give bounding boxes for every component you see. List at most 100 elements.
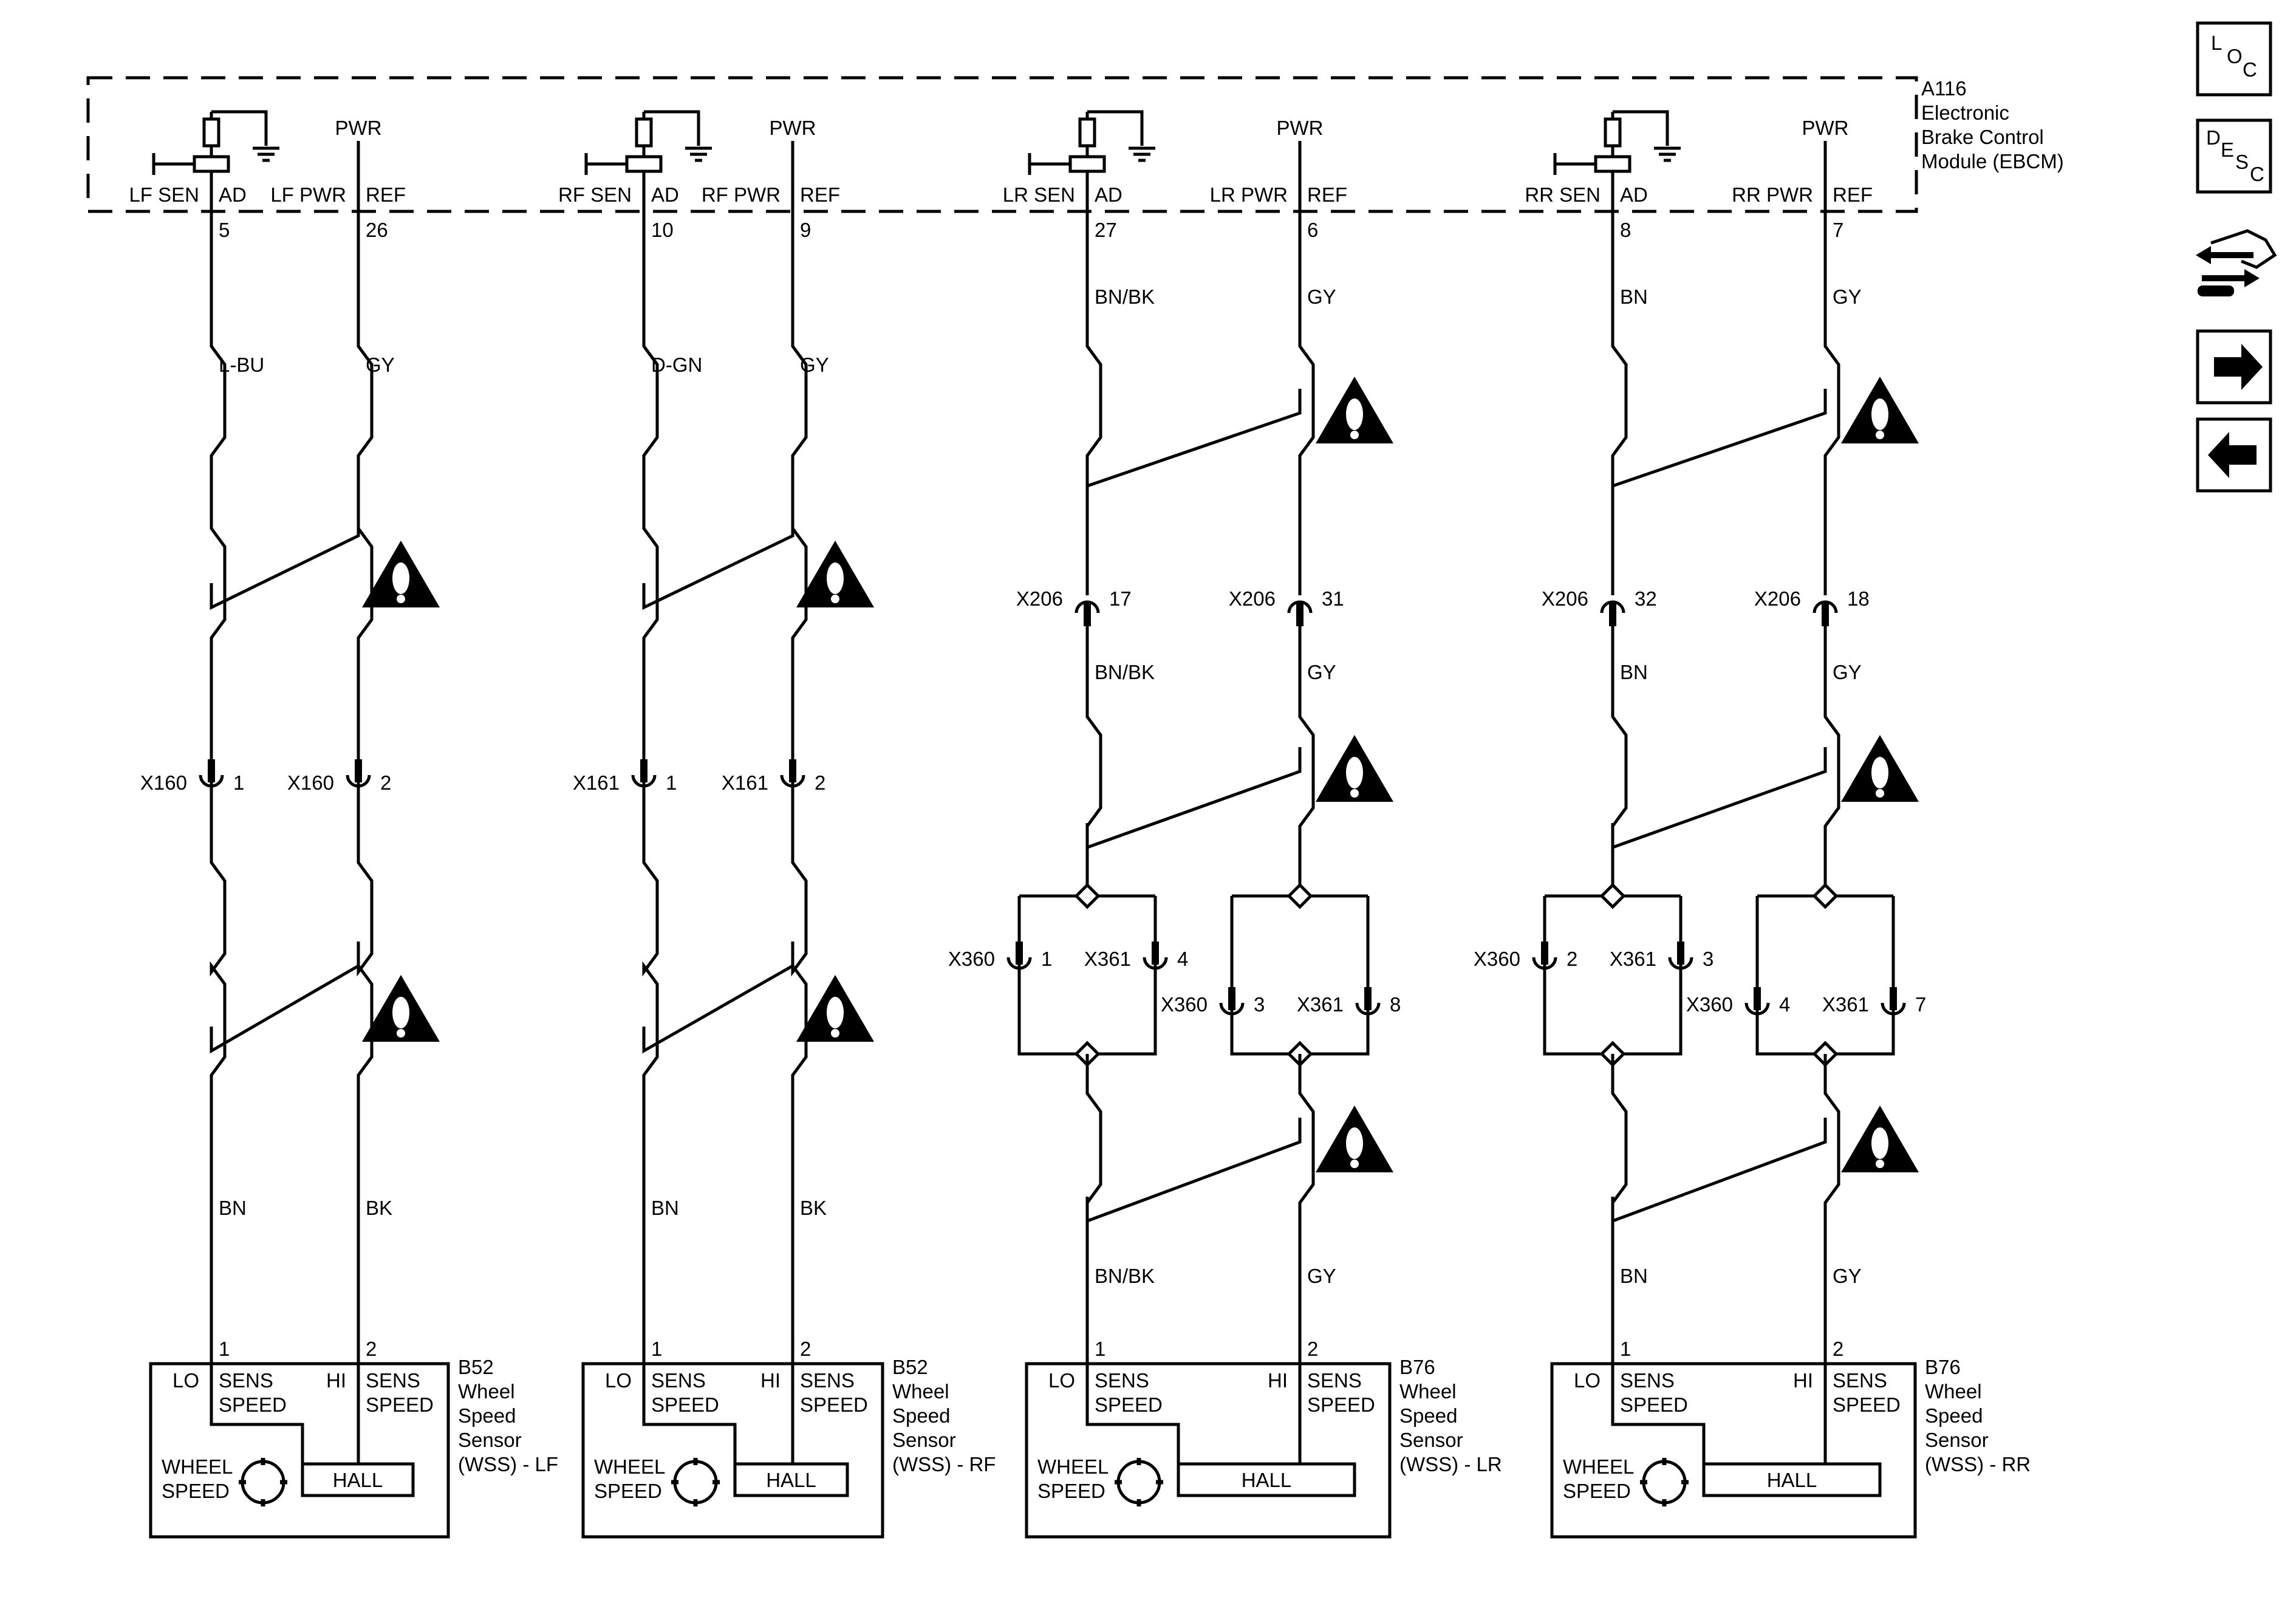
caution-icon-mark	[1346, 1127, 1363, 1159]
ref-pin: 6	[1307, 219, 1318, 241]
ad-label: AD	[1095, 183, 1122, 206]
sensor-desc-line: (WSS) - LR	[1399, 1453, 1502, 1475]
sensor-box	[1025, 1362, 1392, 1539]
splice-b-name: X361	[1084, 948, 1131, 970]
loc-letter: O	[2227, 45, 2243, 67]
twist-shield-3	[1085, 1118, 1302, 1223]
ref-label: REF	[1307, 183, 1347, 206]
twist-shield-upper	[210, 511, 360, 610]
ref-wire-color-mid: GY	[1307, 661, 1336, 683]
sensor-desc-line: Sensor	[892, 1429, 956, 1451]
hall-element	[733, 1462, 849, 1497]
sensor-sens-label: SENS	[800, 1369, 855, 1392]
caution-icon-dot	[831, 1029, 839, 1038]
sensor-box	[149, 1362, 450, 1539]
hall-element	[301, 1462, 415, 1497]
wrench-icon	[2198, 285, 2234, 296]
twist-shield-1	[1085, 389, 1302, 488]
x206-ref-pin: 31	[1322, 587, 1344, 610]
sensor-lo-lead	[210, 1364, 304, 1464]
loc-button-frame	[2196, 21, 2272, 97]
prev-arrow-button[interactable]	[2196, 417, 2272, 493]
sig-pin: 10	[651, 219, 674, 241]
wheel-label: WHEEL	[1037, 1455, 1109, 1478]
caution-icon-mark	[1871, 1127, 1888, 1159]
sensor-desc-line: Wheel	[892, 1380, 949, 1403]
hall-label: HALL	[1242, 1469, 1292, 1491]
module-name-line: Module (EBCM)	[1921, 150, 2064, 173]
ad-label: AD	[1620, 183, 1648, 206]
sensor-speed-label: SPEED	[219, 1393, 287, 1416]
sensor-pin-hi: 2	[1307, 1338, 1318, 1360]
x206-name: X206	[1542, 587, 1588, 610]
splice-connector-b-pin	[1677, 942, 1684, 965]
desc-letter: E	[2221, 138, 2234, 161]
caution-icon-mark	[1871, 398, 1888, 430]
inline-connector-name: X161	[722, 771, 768, 794]
x206-ref	[1813, 600, 1838, 614]
loc-button[interactable]: LOC	[2196, 21, 2272, 97]
splice-b-pin: 8	[1390, 993, 1401, 1016]
tool-shape	[2210, 229, 2277, 269]
reference-wire	[357, 182, 374, 1364]
splice-connector-a	[1219, 1002, 1245, 1016]
ground-lead	[1613, 110, 1669, 146]
sensor-desc-line: Sensor	[458, 1429, 522, 1451]
reference-wire-c	[1823, 1054, 1840, 1364]
sen-label: LR SEN	[1003, 183, 1075, 206]
signal-wire-c	[1085, 1054, 1102, 1364]
sensor-ref: B52	[892, 1356, 928, 1378]
next-arrow-button[interactable]	[2196, 329, 2272, 405]
caution-icon-mark	[1346, 398, 1363, 430]
resistor-icon	[635, 117, 653, 148]
caution-icon-mark	[827, 997, 844, 1028]
splice-b-name: X361	[1822, 993, 1869, 1016]
splice-node-top	[1599, 883, 1626, 909]
splice-connector-a-pin	[1016, 942, 1023, 965]
x206-ref	[1287, 600, 1313, 614]
transistor-icon	[1594, 155, 1631, 173]
resistor-icon	[202, 117, 220, 148]
ref-pin: 26	[366, 219, 388, 241]
pwr-circuit-label: LF PWR	[270, 183, 346, 206]
signal-wire	[210, 171, 227, 1364]
sensor-ref: B76	[1925, 1356, 1961, 1378]
transistor-icon	[193, 155, 230, 173]
sen-label: RF SEN	[558, 183, 632, 206]
sen-label: RR SEN	[1525, 183, 1601, 206]
wheel-sensor-icon	[1116, 1460, 1161, 1505]
splice-loop	[1230, 894, 1370, 1056]
x206-name: X206	[1016, 587, 1063, 610]
x206-ref-pin	[1822, 603, 1829, 626]
sensor-desc-line: Wheel	[1399, 1380, 1457, 1403]
connector-tool-icon[interactable]	[2196, 229, 2277, 296]
sensor-lo-lead	[642, 1364, 737, 1464]
pwr-label: PWR	[335, 117, 382, 139]
sensor-pin-lo: 1	[219, 1338, 230, 1360]
sensor-desc-line: (WSS) - RF	[892, 1453, 996, 1475]
module-name-line: Electronic	[1921, 101, 2009, 124]
sensor-desc-line: Sensor	[1399, 1429, 1463, 1451]
ad-label: AD	[651, 183, 679, 206]
splice-connector-b-pin	[1152, 942, 1159, 965]
sensor-desc-line: Speed	[1925, 1404, 1983, 1427]
caution-icon-dot	[397, 595, 405, 603]
sensor-speed-label: SPEED	[1095, 1393, 1163, 1416]
sensor-desc-line: Speed	[1399, 1404, 1457, 1427]
prev-arrow-icon	[2208, 432, 2257, 478]
sensor-hi-label: HI	[326, 1369, 346, 1392]
ref-label: REF	[366, 183, 406, 206]
splice-connector-b-pin	[1364, 987, 1372, 1010]
caution-icon-dot	[1350, 789, 1359, 798]
splice-connector-a-pin	[1541, 942, 1548, 965]
caution-icon-mark	[392, 562, 409, 594]
pwr-circuit-label: LR PWR	[1210, 183, 1288, 206]
wheel-speed-label: SPEED	[1037, 1480, 1105, 1502]
module-boundary	[86, 76, 1918, 213]
